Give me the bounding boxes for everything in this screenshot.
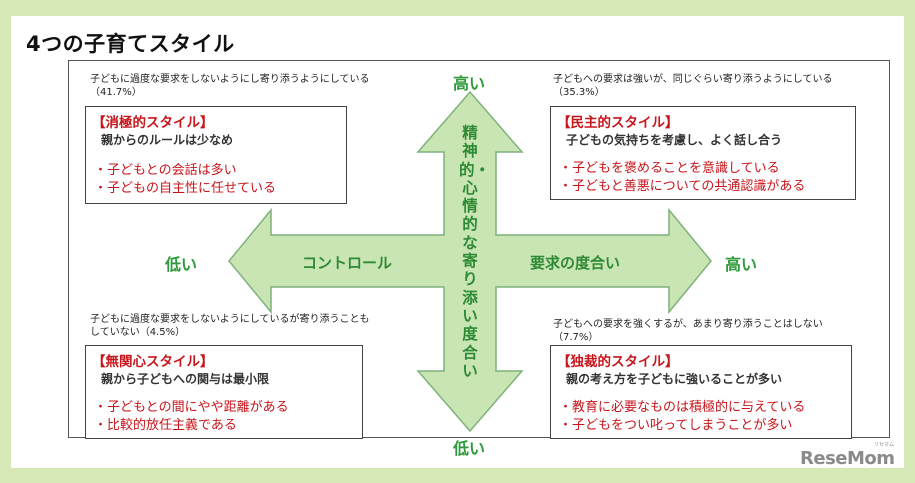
box-point: ・子どもとの会話は多い [94,163,237,178]
box-subtitle: 子どもの気持ちを考慮し、よく話し合う [566,133,783,147]
desc-text: 子どもに過度な要求をしないようにしているが寄り添うことも [90,314,370,325]
box-title: 【消極的スタイル】 [92,115,214,131]
resemom-logo: ReseMom [800,448,895,469]
cross-arrow-shape [228,90,712,433]
quadrant-top-right-desc: 子どもへの要求は強いが、同じぐらい寄り添うようにしている （35.3%） [553,73,833,99]
box-point: ・子どもを褒めることを意識している [559,161,780,176]
box-point: ・比較的放任主義である [94,418,237,433]
vertical-low-label: 低い [453,439,486,458]
quadrant-bottom-right-desc: 子どもへの要求を強くするが、あまり寄り添うことはしない （7.7%） [553,318,823,344]
desc-text-cont: していない（4.5%） [90,327,186,338]
horizontal-high-label: 高い [725,255,758,274]
box-point: ・子どもと善悪についての共通認識がある [559,179,806,194]
indifferent-style-box: 【無関心スタイル】 親から子どもへの関与は最小限 ・子どもとの間にやや距離がある… [85,345,363,439]
desc-percent: （41.7%） [90,87,142,98]
desc-percent: （35.3%） [553,87,605,98]
democratic-style-box: 【民主的スタイル】 子どもの気持ちを考慮し、よく話し合う ・子どもを褒めることを… [550,106,856,200]
box-point: ・子どもの自主性に任せている [94,181,277,196]
box-subtitle: 親の考え方を子どもに強いることが多い [566,372,783,386]
diagram-title: 4つの子育てスタイル [26,32,235,56]
box-title: 【民主的スタイル】 [557,115,679,131]
box-point: ・教育に必要なものは積極的に与えている [559,400,806,415]
closeness-axis-label: 精神的・心情的な寄り添い度合い [459,124,491,380]
demand-axis-label: 要求の度合い [530,254,621,272]
diagram-frame [68,60,890,438]
box-subtitle: 親から子どもへの関与は最小限 [101,372,270,386]
horizontal-low-label: 低い [165,255,198,274]
desc-text: 子どもに過度な要求をしないようにし寄り添うようにしている [90,74,370,85]
box-subtitle: 親からのルールは少なめ [101,133,234,147]
quadrant-top-left-desc: 子どもに過度な要求をしないようにし寄り添うようにしている （41.7%） [90,73,370,99]
box-point: ・子どもとの間にやや距離がある [94,400,289,415]
desc-percent: （7.7%） [553,332,599,343]
watermark-kana: リセマム [874,442,895,448]
quadrant-bottom-left-desc: 子どもに過度な要求をしないようにしているが寄り添うことも していない（4.5%） [90,313,370,339]
control-axis-label: コントロール [302,254,393,272]
desc-text: 子どもへの要求を強くするが、あまり寄り添うことはしない [553,319,823,330]
vertical-high-label: 高い [453,74,486,93]
authoritarian-style-box: 【独裁的スタイル】 親の考え方を子どもに強いることが多い ・教育に必要なものは積… [550,345,852,439]
box-point: ・子どもをつい叱ってしまうことが多い [559,418,793,433]
passive-style-box: 【消極的スタイル】 親からのルールは少なめ ・子どもとの会話は多い ・子どもの自… [85,106,347,204]
box-title: 【独裁的スタイル】 [557,354,679,370]
box-title: 【無関心スタイル】 [92,354,214,370]
desc-text: 子どもへの要求は強いが、同じぐらい寄り添うようにしている [553,74,833,85]
